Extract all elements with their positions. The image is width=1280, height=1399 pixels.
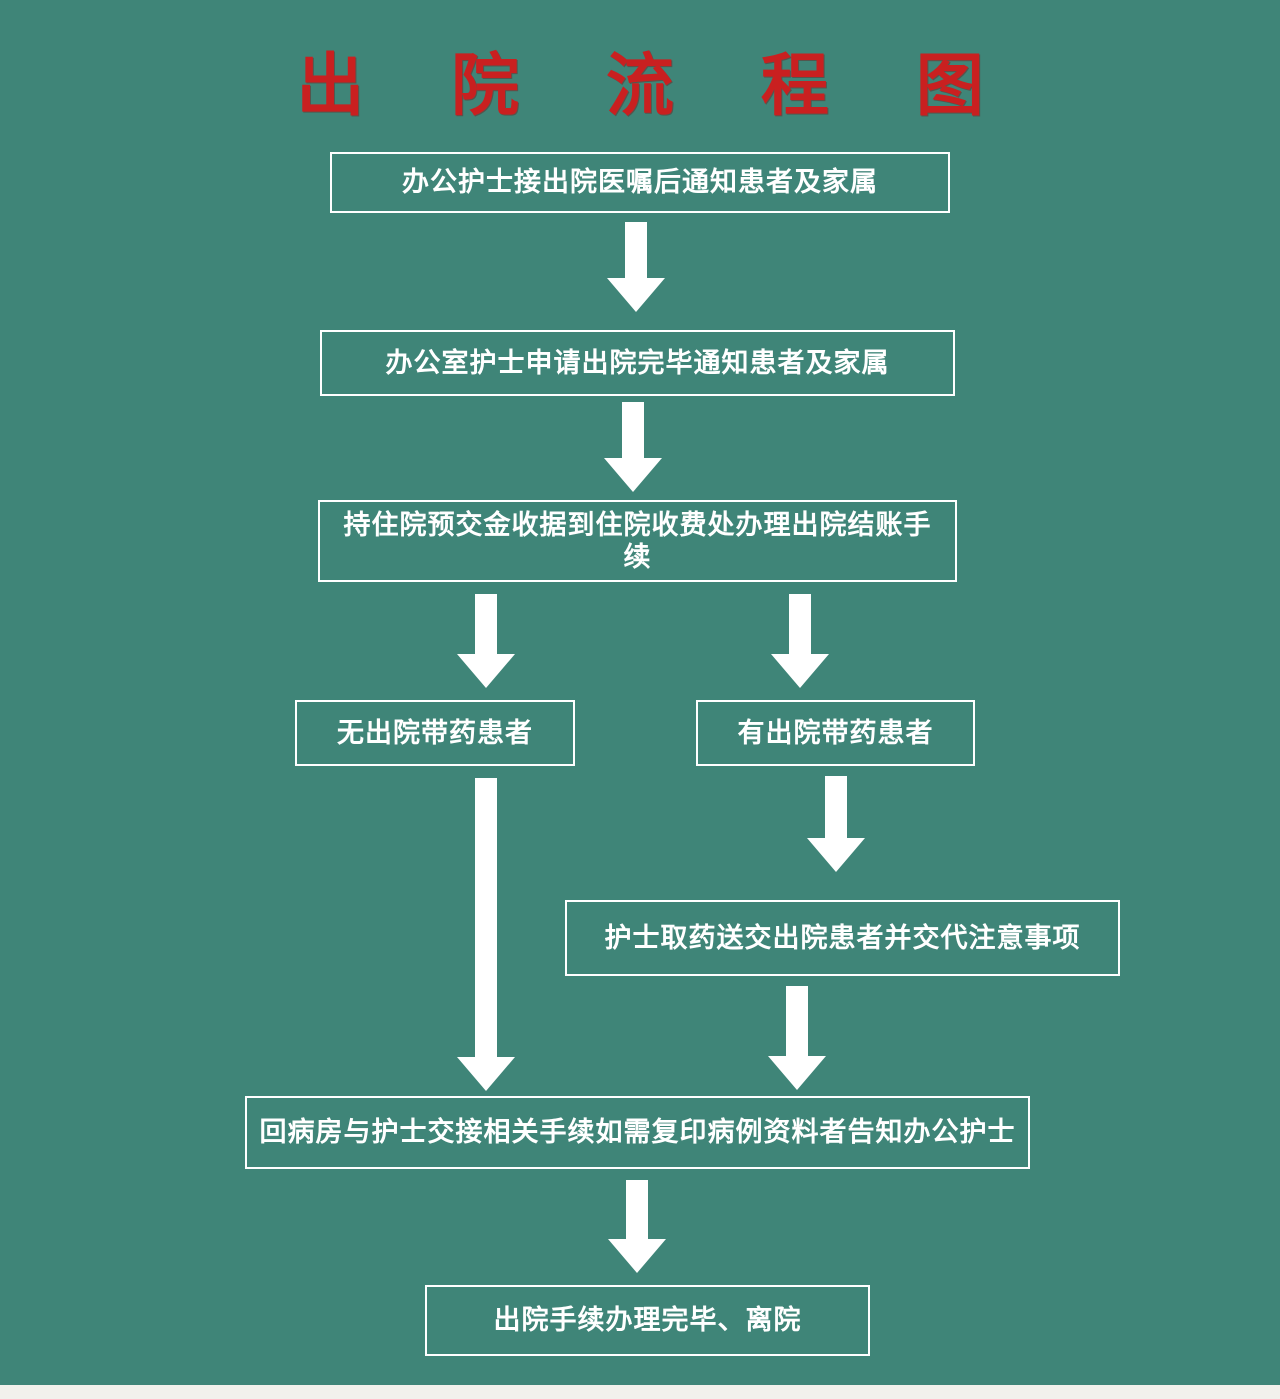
arrow-head: [457, 654, 515, 688]
arrow-stem: [789, 594, 811, 654]
arrow-head: [768, 1056, 826, 1090]
node-no-discharge-meds: 无出院带药患者: [295, 700, 575, 766]
node-discharge-complete: 出院手续办理完毕、离院: [425, 1285, 870, 1356]
arrow-down-icon: [604, 402, 662, 492]
bottom-strip: [0, 1385, 1280, 1399]
page-title: 出 院 流 程 图: [296, 48, 1018, 124]
arrow-stem: [625, 222, 647, 278]
arrow-head: [608, 1239, 666, 1273]
node-nurse-delivers-meds: 护士取药送交出院患者并交代注意事项: [565, 900, 1120, 976]
arrow-stem: [626, 1180, 648, 1239]
arrow-stem: [475, 594, 497, 654]
node-with-discharge-meds: 有出院带药患者: [696, 700, 975, 766]
arrow-stem: [475, 778, 497, 1057]
arrow-down-icon: [771, 594, 829, 688]
node-notify-patient: 办公护士接出院医嘱后通知患者及家属: [330, 152, 950, 213]
arrow-head: [607, 278, 665, 312]
arrow-head: [771, 654, 829, 688]
node-settle-billing: 持住院预交金收据到住院收费处办理出院结账手续: [318, 500, 957, 582]
arrow-down-icon: [807, 776, 865, 872]
arrow-down-icon: [457, 778, 515, 1091]
arrow-head: [604, 458, 662, 492]
node-apply-discharge: 办公室护士申请出院完毕通知患者及家属: [320, 330, 955, 396]
arrow-stem: [622, 402, 644, 458]
arrow-stem: [825, 776, 847, 838]
arrow-down-icon: [608, 1180, 666, 1273]
arrow-down-icon: [457, 594, 515, 688]
node-return-to-ward: 回病房与护士交接相关手续如需复印病例资料者告知办公护士: [245, 1096, 1030, 1169]
arrow-stem: [786, 986, 808, 1056]
arrow-down-icon: [768, 986, 826, 1090]
arrow-down-icon: [607, 222, 665, 312]
arrow-head: [457, 1057, 515, 1091]
arrow-head: [807, 838, 865, 872]
